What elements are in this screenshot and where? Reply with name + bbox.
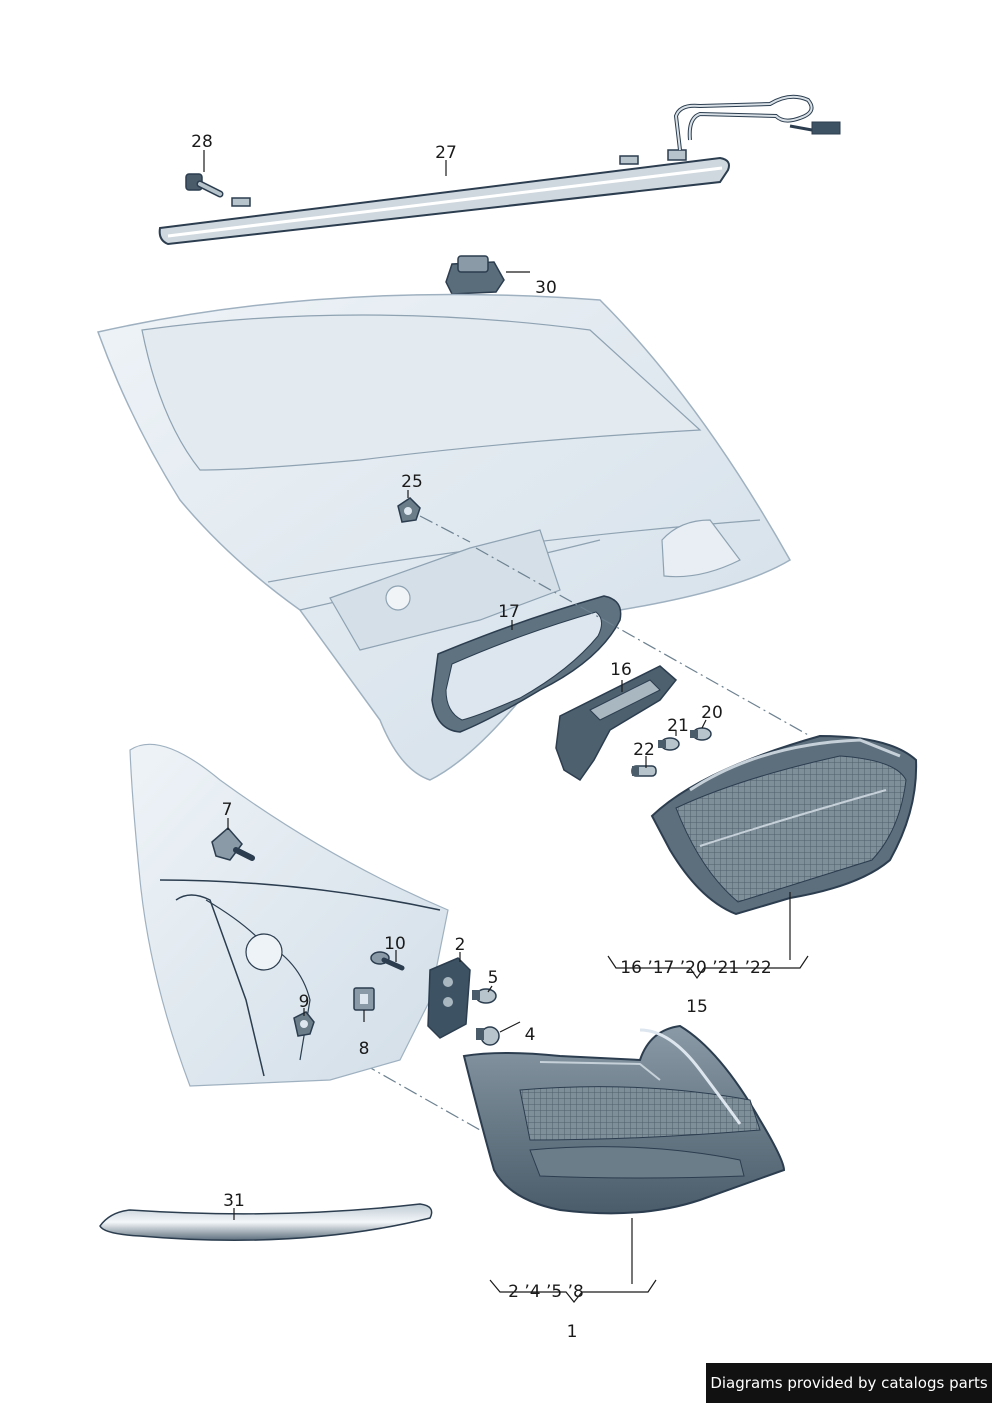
callout-2: 2 — [455, 935, 466, 955]
brake-light-strip — [158, 94, 841, 246]
callout-31: 31 — [223, 1191, 245, 1211]
group-15-members: 16 ’17 ’20 ’21 ’22 — [620, 958, 771, 978]
credit-banner: Diagrams provided by catalogs parts — [706, 1363, 992, 1403]
group-brackets — [489, 955, 809, 1303]
bolt-28 — [185, 173, 224, 198]
trim-strip-31 — [99, 1203, 433, 1241]
callout-17: 17 — [498, 602, 520, 622]
callout-8: 8 — [359, 1039, 370, 1059]
pin-10 — [370, 951, 405, 971]
group-15-assembly: 15 — [686, 997, 708, 1017]
licence-lamp-30 — [445, 255, 505, 295]
nut-9 — [293, 1011, 315, 1037]
gasket-17 — [431, 595, 622, 733]
callout-7: 7 — [222, 800, 233, 820]
callout-20: 20 — [701, 703, 723, 723]
callout-labels: 28 27 30 25 17 16 21 20 22 7 10 2 5 4 9 … — [191, 132, 772, 1342]
callout-22: 22 — [633, 740, 655, 760]
callout-30: 30 — [535, 278, 557, 298]
nut-25 — [397, 497, 421, 523]
bulb-holder-16 — [555, 665, 678, 782]
callout-4: 4 — [525, 1025, 536, 1045]
inner-tail-lamp-15 — [650, 734, 918, 916]
callout-25: 25 — [401, 472, 423, 492]
callout-28: 28 — [191, 132, 213, 152]
bulb-5 — [472, 988, 497, 1004]
tailgate-panel — [97, 293, 792, 781]
callout-16: 16 — [610, 660, 632, 680]
group-1-members: 2 ’4 ’5 ’8 — [508, 1282, 584, 1302]
bulb-21 — [658, 737, 680, 751]
bulb-carrier-2 — [427, 957, 471, 1039]
clip-8 — [353, 987, 375, 1011]
callout-21: 21 — [667, 716, 689, 736]
callout-10: 10 — [384, 934, 406, 954]
bulb-20 — [690, 727, 712, 741]
bulb-22 — [631, 765, 657, 777]
group-1-assembly: 1 — [567, 1322, 578, 1342]
stud-7 — [211, 826, 255, 861]
body-side-panel — [129, 743, 449, 1087]
callout-5: 5 — [488, 968, 499, 988]
bulb-4 — [476, 1026, 500, 1046]
outer-tail-lamp-1 — [462, 1024, 786, 1215]
callout-27: 27 — [435, 143, 457, 163]
callout-9: 9 — [299, 992, 310, 1012]
callout-leaders — [203, 150, 791, 1284]
